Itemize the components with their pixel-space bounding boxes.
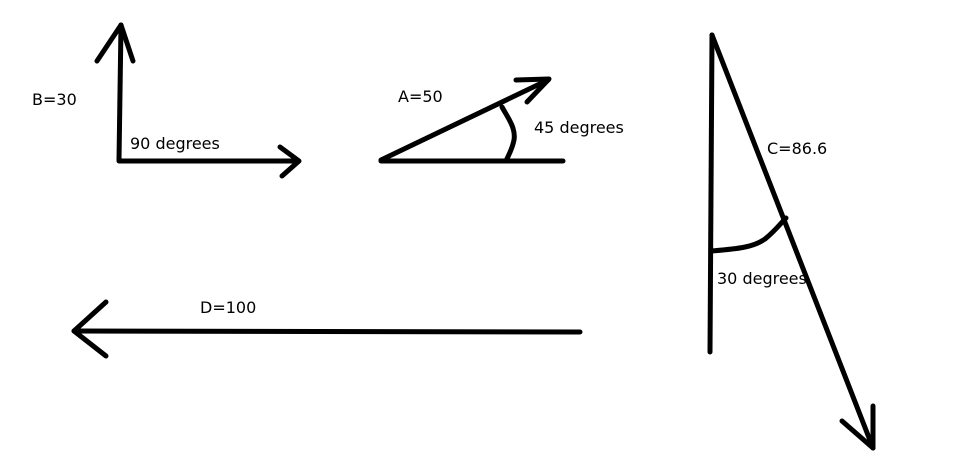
vector-a-angle-arc	[499, 104, 517, 164]
vector-b-label: B=30	[32, 90, 77, 109]
vector-d-label: D=100	[200, 298, 257, 317]
vector-a-angle-label: 45 degrees	[534, 118, 624, 137]
vector-a-label: A=50	[398, 87, 443, 106]
vector-b-reference-arrow	[116, 144, 302, 179]
vector-a-arrow	[378, 76, 552, 163]
vector-b-arrow	[94, 22, 136, 163]
vector-c-label: C=86.6	[767, 139, 828, 158]
vector-c-arrow	[709, 32, 876, 451]
vector-c-angle-label: 30 degrees	[717, 269, 807, 288]
vector-d-arrow	[71, 299, 583, 359]
vector-c-angle-arc	[708, 215, 789, 254]
vector-c-reference-line	[707, 32, 715, 355]
vector-b-angle-label: 90 degrees	[130, 134, 220, 153]
